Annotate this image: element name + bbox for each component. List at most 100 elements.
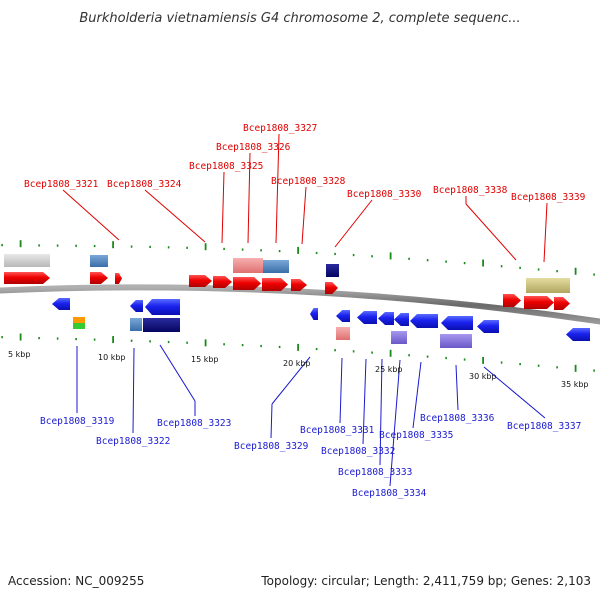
gene-label-3319[interactable]: Bcep1808_3319 [40,416,115,427]
gene-label-3332[interactable]: Bcep1808_3332 [321,446,395,457]
tick-minor [371,255,373,258]
tick-minor [260,249,262,252]
tick-minor [278,345,281,349]
tick-minor [241,248,244,251]
gene-box [326,264,339,277]
gene-arrow-forward [189,275,212,287]
gene-box [73,317,85,323]
tick-minor [500,361,503,364]
tick-minor [1,244,3,247]
gene-box [391,331,407,344]
gene-label-3337[interactable]: Bcep1808_3337 [507,421,581,432]
gene-box [73,323,85,329]
tick-major [19,333,22,341]
tick-minor [426,259,429,262]
scale-label: 5 kbp [8,350,30,359]
scale-labels: 5 kbp 10 kbp 15 kbp 20 kbp 25 kbp 30 kbp… [8,350,589,389]
gene-label-3323[interactable]: Bcep1808_3323 [157,418,231,429]
gene-arrow-reverse [357,311,377,324]
top-tick-row [1,240,595,276]
tick-major [574,364,577,372]
tick-major [297,246,299,254]
tick-minor [56,244,59,247]
tick-major [112,336,114,344]
map-title: Burkholderia vietnamiensis G4 chromosome… [79,11,520,26]
gene-arrow-forward [291,279,307,291]
tick-minor [352,350,355,353]
gene-label-3321[interactable]: Bcep1808_3321 [24,179,99,190]
gene-label-3334[interactable]: Bcep1808_3334 [352,488,427,499]
tick-minor [445,260,447,263]
gene-arrow-reverse [441,316,473,330]
leader-line [221,171,225,244]
leader-line [483,366,546,419]
chromosome-backbone [0,284,600,325]
tick-minor [260,344,262,348]
tick-minor [352,253,355,257]
gene-arrow-forward [115,273,122,284]
tick-major [574,267,577,275]
gene-label-3339[interactable]: Bcep1808_3339 [511,192,586,203]
label-leaders [62,133,548,487]
gene-arrow-reverse [378,312,394,325]
tick-minor [38,244,40,247]
gene-box [336,327,350,340]
genome-summary-text: Topology: circular; Length: 2,411,759 bp… [260,574,591,588]
gene-arrow-reverse [310,308,318,320]
gene-label-3327[interactable]: Bcep1808_3327 [243,123,317,134]
gene-arrow-forward [233,277,261,290]
leader-line [270,403,273,439]
tick-minor [426,355,429,358]
gene-label-3328[interactable]: Bcep1808_3328 [271,176,346,187]
gene-label-3322[interactable]: Bcep1808_3322 [96,436,170,447]
tick-minor [408,257,410,260]
gene-label-3338[interactable]: Bcep1808_3338 [433,185,508,196]
tick-minor [519,363,521,366]
gene-label-3330[interactable]: Bcep1808_3330 [347,189,422,200]
tick-minor [56,337,59,340]
leader-line [271,356,311,405]
scale-label: 15 kbp [191,355,219,364]
tick-minor [93,338,96,341]
tick-minor [593,369,595,372]
tick-minor [519,266,521,269]
tick-major [389,252,392,260]
gene-arrow-reverse [566,328,590,341]
gene-box [90,255,108,267]
gene-box [263,260,289,273]
bottom-tick-row [1,333,595,372]
gene-box [526,278,570,293]
accession-text: Accession: NC_009255 [8,574,144,588]
tick-minor [463,358,466,361]
tick-minor [167,246,170,249]
leader-line [275,133,280,244]
gene-label-3336[interactable]: Bcep1808_3336 [420,413,495,424]
leader-line [543,202,548,263]
gene-arrow-reverse [477,320,499,333]
gene-arrow-forward [325,282,338,294]
tick-major [482,259,484,267]
gene-label-3329[interactable]: Bcep1808_3329 [234,441,309,452]
tick-minor [315,251,318,255]
gene-arrow-forward [503,294,521,307]
tick-minor [556,270,558,273]
gene-label-3331[interactable]: Bcep1808_3331 [300,425,375,436]
leader-line [465,203,517,261]
gene-label-3325[interactable]: Bcep1808_3325 [189,161,263,172]
tick-major [297,343,299,351]
leader-line [379,358,383,466]
leader-line [247,152,251,244]
gene-label-3324[interactable]: Bcep1808_3324 [107,179,182,190]
tick-minor [371,351,373,354]
gene-label-3335[interactable]: Bcep1808_3335 [379,430,453,441]
gene-box [233,258,263,273]
gene-label-3333[interactable]: Bcep1808_3333 [338,467,412,478]
scale-label: 35 kbp [561,380,589,389]
tick-minor [241,344,244,347]
gene-label-3326[interactable]: Bcep1808_3326 [216,142,291,153]
tick-minor [1,336,3,339]
tick-minor [149,340,151,343]
gene-arrow-reverse [52,298,70,310]
scale-label: 25 kbp [375,365,403,374]
